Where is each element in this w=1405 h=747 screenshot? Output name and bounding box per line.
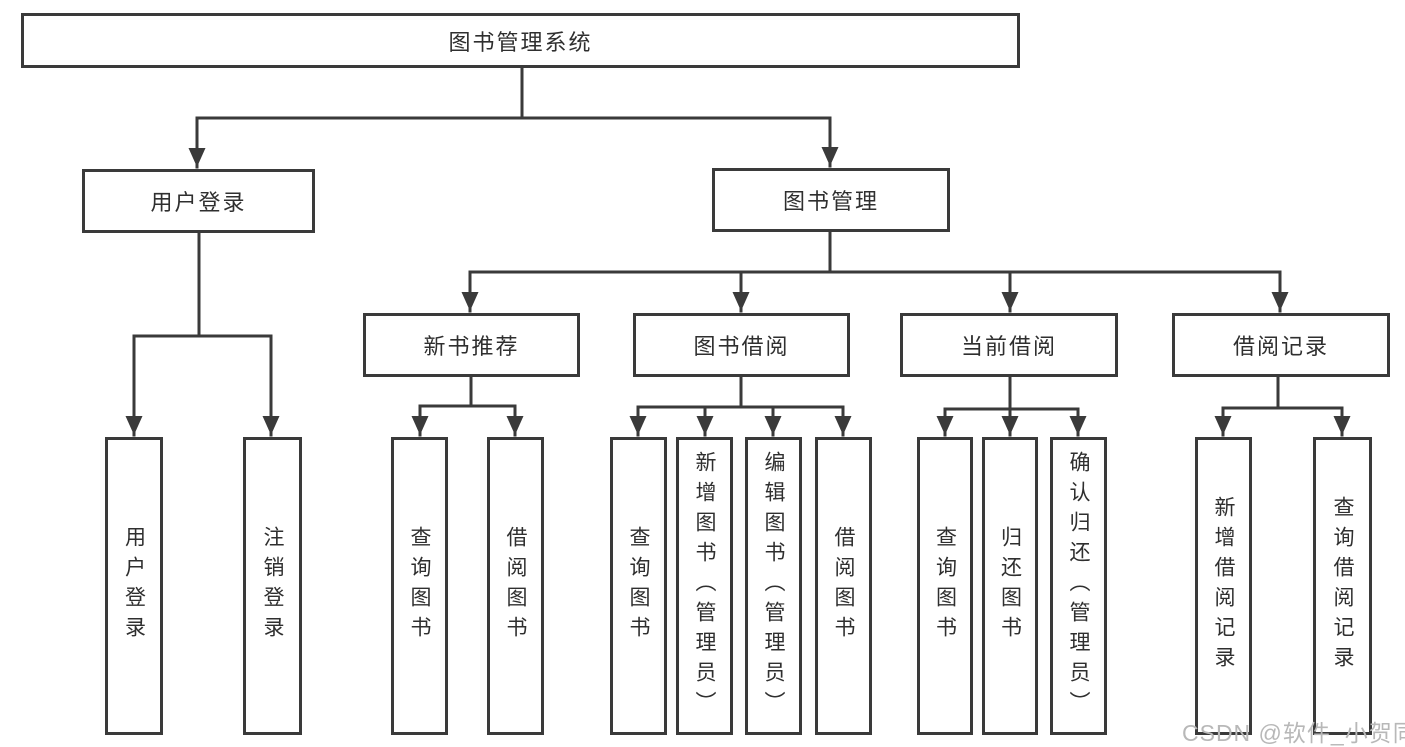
node-current-borrow: 当前借阅 <box>900 313 1118 377</box>
node-current-borrow-label: 当前借阅 <box>960 334 1057 359</box>
csdn-watermark: CSDN @软件_小贺同学 <box>1182 720 1405 746</box>
leaf-user-login: 用户登录 <box>105 437 163 735</box>
node-book-management-label: 图书管理 <box>782 189 879 214</box>
leaf-query-borrow-record-label: 查询借阅记录 <box>1331 496 1354 676</box>
node-root-system: 图书管理系统 <box>21 13 1020 68</box>
leaf-confirm-return-admin-label: 确认归还（管理员） <box>1067 451 1090 721</box>
leaf-logout-label: 注销登录 <box>261 526 284 646</box>
leaf-query-books-recommend-label: 查询图书 <box>408 526 431 646</box>
node-user-login-label: 用户登录 <box>150 190 247 215</box>
leaf-add-borrow-record-label: 新增借阅记录 <box>1212 496 1235 676</box>
leaf-query-books-current: 查询图书 <box>917 437 973 735</box>
node-book-management: 图书管理 <box>712 168 950 232</box>
leaf-user-login-label: 用户登录 <box>122 526 146 646</box>
leaf-confirm-return-admin: 确认归还（管理员） <box>1050 437 1107 735</box>
leaf-return-book: 归还图书 <box>982 437 1038 735</box>
leaf-add-book-admin: 新增图书（管理员） <box>676 437 733 735</box>
leaf-borrow-books-recommend: 借阅图书 <box>487 437 544 735</box>
leaf-borrow-books-borrow: 借阅图书 <box>815 437 872 735</box>
leaf-return-book-label: 归还图书 <box>998 526 1022 646</box>
node-borrow-records: 借阅记录 <box>1172 313 1390 377</box>
leaf-edit-book-admin: 编辑图书（管理员） <box>745 437 802 735</box>
node-book-borrow: 图书借阅 <box>633 313 850 377</box>
node-borrow-records-label: 借阅记录 <box>1232 334 1329 359</box>
leaf-add-borrow-record: 新增借阅记录 <box>1195 437 1252 735</box>
leaf-query-books-recommend: 查询图书 <box>391 437 448 735</box>
node-user-login: 用户登录 <box>82 169 315 233</box>
leaf-add-book-admin-label: 新增图书（管理员） <box>693 451 716 721</box>
leaf-query-borrow-record: 查询借阅记录 <box>1313 437 1372 735</box>
leaf-edit-book-admin-label: 编辑图书（管理员） <box>762 451 785 721</box>
node-new-book-recommend-label: 新书推荐 <box>423 334 520 359</box>
node-book-borrow-label: 图书借阅 <box>693 334 790 359</box>
leaf-borrow-books-borrow-label: 借阅图书 <box>832 526 855 646</box>
node-root-label: 图书管理系统 <box>448 29 593 55</box>
leaf-query-books-borrow: 查询图书 <box>610 437 667 735</box>
leaf-logout: 注销登录 <box>243 437 302 735</box>
node-new-book-recommend: 新书推荐 <box>363 313 580 377</box>
leaf-borrow-books-recommend-label: 借阅图书 <box>504 526 527 646</box>
leaf-query-books-current-label: 查询图书 <box>933 526 957 646</box>
leaf-query-books-borrow-label: 查询图书 <box>627 526 650 646</box>
